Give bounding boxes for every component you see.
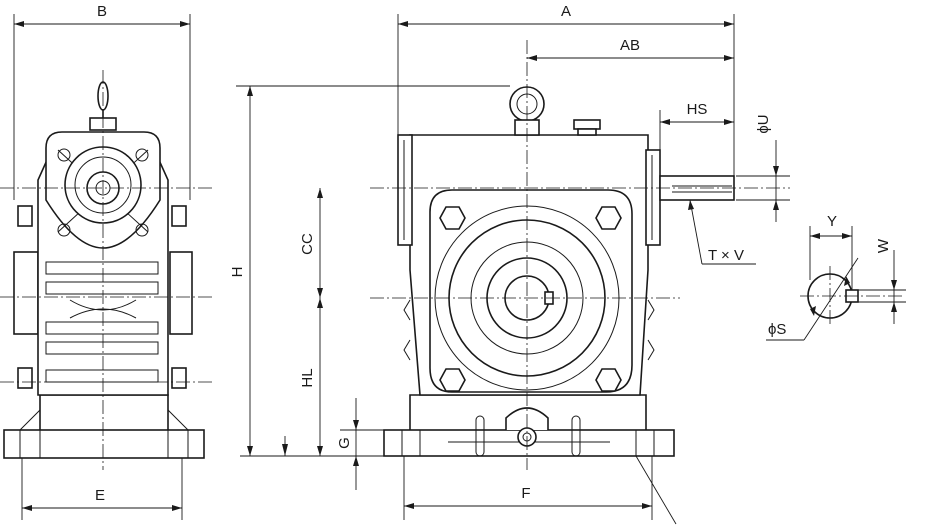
dimension-h <box>236 85 510 457</box>
label-t-x-v: T × V <box>708 247 744 264</box>
label-h: H <box>229 267 246 278</box>
label-hs: HS <box>687 101 708 118</box>
dimension-hs <box>659 110 734 150</box>
label-a: A <box>561 3 571 20</box>
dimension-e <box>21 458 183 520</box>
label-ab: AB <box>620 37 640 54</box>
label-phi-s: ϕS <box>768 321 786 338</box>
label-cc: CC <box>299 233 316 255</box>
dimension-ab <box>527 55 734 61</box>
side-view <box>0 70 215 470</box>
front-view <box>370 40 790 470</box>
label-g: G <box>336 437 353 449</box>
dimension-a <box>397 14 735 200</box>
dimension-phi-u <box>736 140 790 222</box>
label-b: B <box>97 3 107 20</box>
dimension-g <box>340 398 384 490</box>
label-w: W <box>875 238 892 253</box>
dimension-b <box>13 14 191 200</box>
label-hl: HL <box>299 368 316 387</box>
dimension-hl <box>317 298 323 456</box>
dimension-cc <box>317 188 323 298</box>
leader-t-x-v <box>688 199 756 265</box>
dimension-f <box>403 455 677 525</box>
label-f: F <box>521 485 530 502</box>
label-e: E <box>95 487 105 504</box>
shaft-section <box>766 226 906 341</box>
label-phi-u: ϕU <box>755 114 772 133</box>
label-y: Y <box>827 213 837 230</box>
